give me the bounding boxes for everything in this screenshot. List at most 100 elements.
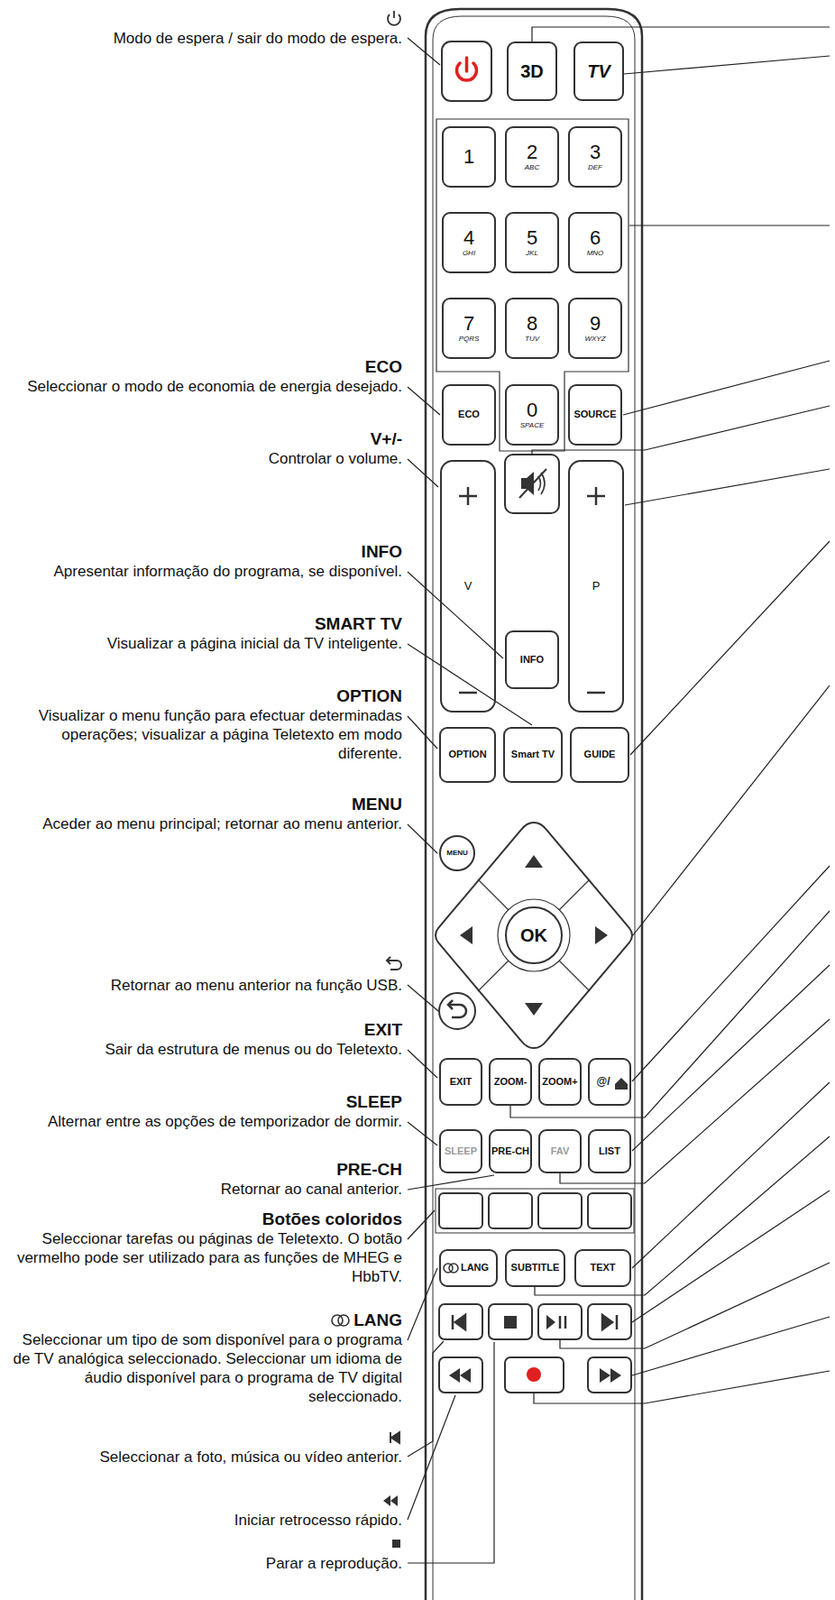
button-text: SPACE xyxy=(520,422,545,430)
callout-text: Seleccionar a foto, música ou vídeo ante… xyxy=(5,1447,403,1467)
callout-text: Sair da estrutura de menus ou do Teletex… xyxy=(5,1039,403,1059)
remote-button: INFO xyxy=(504,630,560,689)
media-button xyxy=(587,1303,632,1340)
label-icon xyxy=(331,1314,343,1326)
remote-button: SOURCE xyxy=(568,384,623,446)
remote-button: 7PQRS xyxy=(441,297,496,359)
back-symbol xyxy=(449,1004,467,1018)
remote-button: LANG xyxy=(439,1248,498,1287)
forward-symbol xyxy=(599,1367,622,1383)
button-text: SLEEP xyxy=(444,1146,478,1157)
callout-heading: SMART TV xyxy=(5,613,403,634)
media-button xyxy=(538,1303,582,1340)
callout-text: Seleccionar o modo de economia de energi… xyxy=(5,376,403,396)
label-icon xyxy=(383,1495,398,1506)
leader-line xyxy=(632,1190,830,1322)
mute-slash xyxy=(519,468,547,498)
lang-symbol xyxy=(449,1263,459,1273)
color-button xyxy=(538,1192,582,1229)
callout-heading: INFO xyxy=(5,541,403,562)
remote-button: 2ABC xyxy=(504,126,560,188)
back-symbol xyxy=(448,1000,453,1010)
leader-line xyxy=(510,910,830,1118)
leader-line xyxy=(407,715,438,749)
power-button xyxy=(441,41,492,101)
callout-text: Controlar o volume. xyxy=(5,449,403,468)
arrow-left xyxy=(459,926,473,945)
callout-text: Apresentar informação do programa, se di… xyxy=(5,561,403,581)
stop-symbol xyxy=(504,1315,517,1329)
leader-line xyxy=(407,1174,495,1190)
callout-text: Visualizar o menu função para efectuar d… xyxy=(5,706,403,763)
media-button xyxy=(488,1303,533,1340)
button-text: TEXT xyxy=(589,1262,615,1274)
button-text: 5 xyxy=(526,227,538,248)
leader-line xyxy=(407,37,441,65)
button-text: EXIT xyxy=(449,1076,472,1088)
media-button xyxy=(439,1303,483,1340)
leader-line xyxy=(407,386,441,415)
button-text: MNO xyxy=(587,249,605,257)
leader-line xyxy=(624,468,830,505)
keypad-frame xyxy=(436,119,629,451)
button-text: PRE-CH xyxy=(491,1146,530,1157)
leader-line xyxy=(632,865,830,1082)
arrow-right xyxy=(595,926,608,945)
remote-button: ZOOM+ xyxy=(538,1057,582,1106)
button-text: INFO xyxy=(520,654,544,666)
button-text: SUBTITLE xyxy=(511,1262,560,1274)
leader-line xyxy=(623,55,830,74)
remote-button: 9WXYZ xyxy=(568,297,623,359)
button-text: @/ xyxy=(596,1075,610,1088)
leader-line xyxy=(623,360,830,415)
leader-line xyxy=(407,27,830,1563)
callout-text: Modo de espera / sair do modo de espera. xyxy=(5,28,403,48)
remote-button: FAV xyxy=(538,1128,582,1174)
color-button xyxy=(439,1192,483,1229)
color-bracket xyxy=(435,1188,634,1233)
leader-line xyxy=(407,824,438,854)
button-text: ABC xyxy=(524,164,540,172)
callout-text: Aceder ao menu principal; retornar ao me… xyxy=(5,814,403,834)
color-button xyxy=(488,1192,533,1229)
media-button xyxy=(439,1357,483,1393)
leader-line xyxy=(407,571,504,659)
remote-button: PRE-CH xyxy=(488,1128,533,1174)
button-text: 1 xyxy=(463,146,475,167)
leader-line xyxy=(407,1049,438,1078)
media-button xyxy=(587,1357,632,1393)
leader-line xyxy=(407,984,439,1011)
callout-heading: PRE-CH xyxy=(5,1158,403,1180)
back-button xyxy=(439,992,476,1029)
remote-button: 6MNO xyxy=(568,211,623,274)
button-text: TUV xyxy=(524,335,540,343)
callout-heading: EXIT xyxy=(5,1018,403,1040)
leader-line xyxy=(632,1082,830,1268)
callout-text: Retornar ao canal anterior. xyxy=(5,1179,403,1199)
remote-body xyxy=(425,9,643,1600)
leader-line xyxy=(407,1341,495,1563)
button-text: ZOOM- xyxy=(494,1076,528,1088)
button-text: WXYZ xyxy=(584,335,606,343)
plus-symbol xyxy=(595,486,598,505)
button-text: P xyxy=(592,579,601,593)
rewind-symbol xyxy=(449,1367,471,1383)
leader-line xyxy=(407,458,439,487)
color-button xyxy=(587,1192,632,1229)
button-text: PQRS xyxy=(458,335,480,343)
button-text: TV xyxy=(587,62,611,82)
callout-text: Iniciar retrocesso rápido. xyxy=(5,1510,403,1530)
remote-button: 3D xyxy=(506,41,558,101)
leader-line xyxy=(407,1210,435,1239)
button-text: 9 xyxy=(589,312,601,334)
callout-text: Seleccionar um tipo de som disponível pa… xyxy=(5,1330,403,1406)
remote-button: 0SPACE xyxy=(504,384,560,446)
button-text: SOURCE xyxy=(573,409,616,421)
button-text: 0 xyxy=(526,399,538,421)
minus-symbol xyxy=(458,691,478,695)
button-text: 6 xyxy=(589,227,601,248)
remote-button: ECO xyxy=(441,384,496,446)
button-text: V xyxy=(464,579,473,593)
button-text: 2 xyxy=(526,141,538,163)
